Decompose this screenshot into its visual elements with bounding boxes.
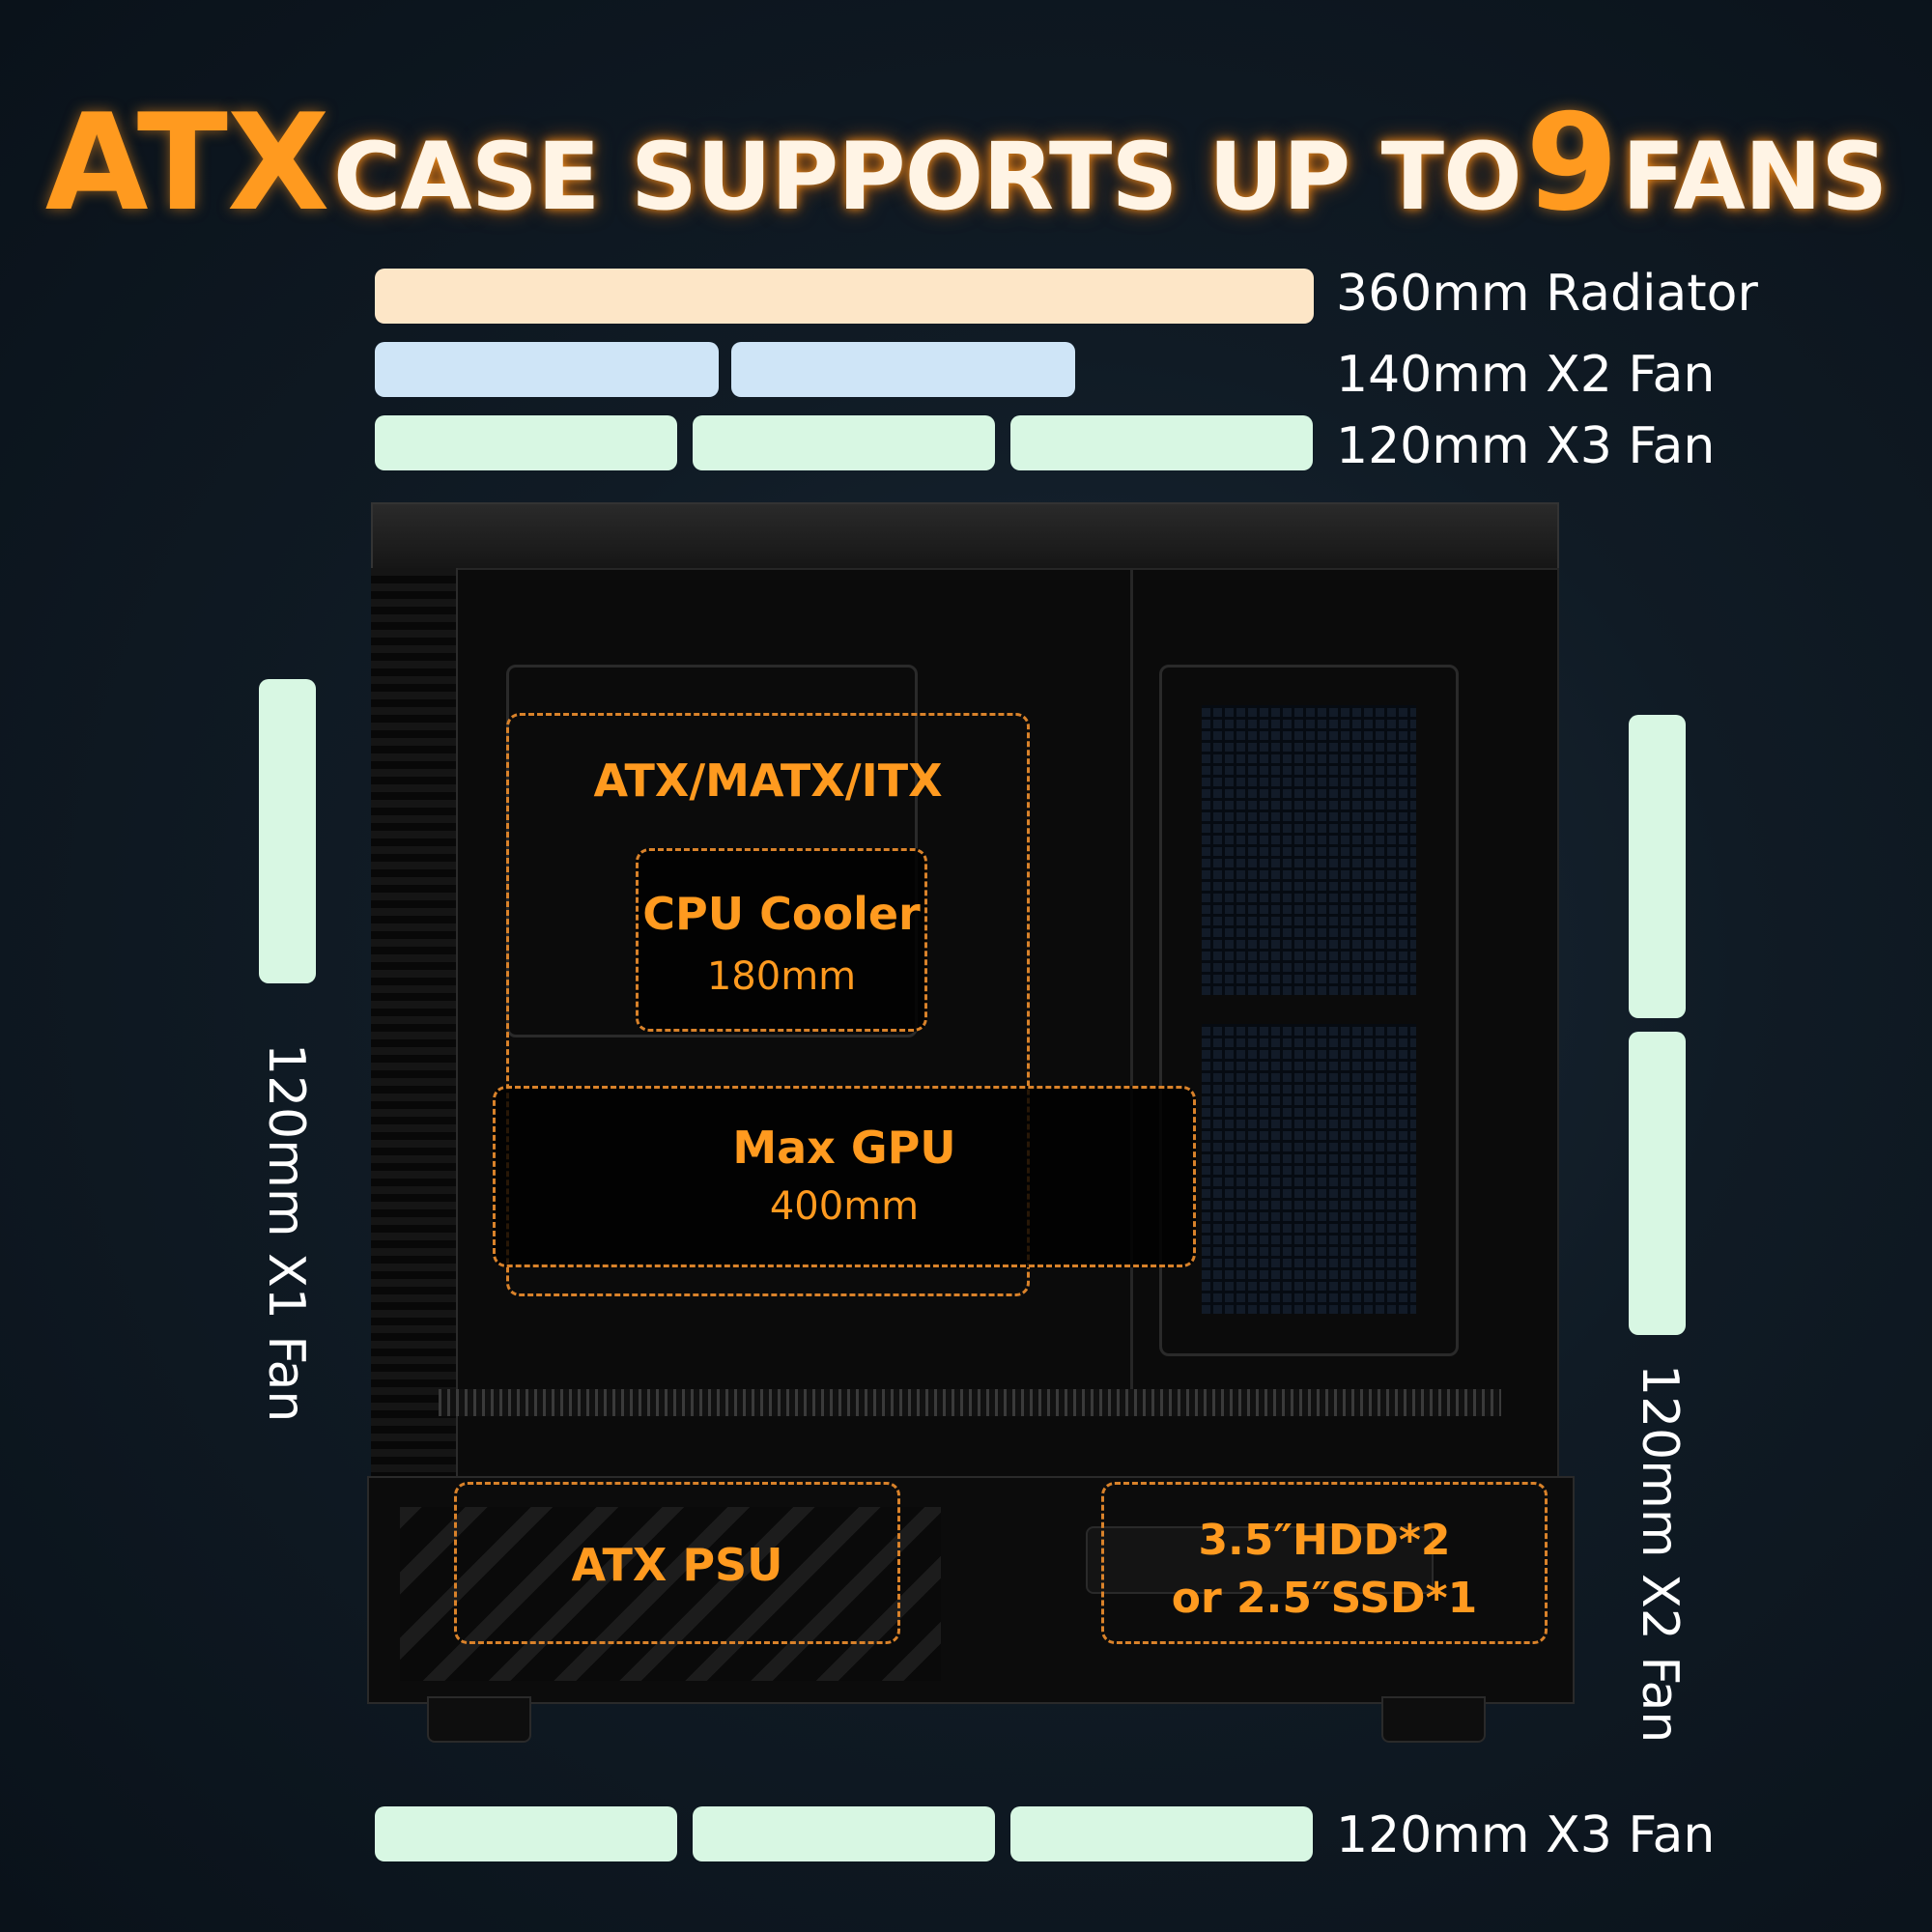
case-foot-left: [427, 1696, 531, 1743]
fan-120-left-label: 120mm X1 Fan: [257, 1043, 315, 1423]
fan-120-bottom-bar-3: [1010, 1806, 1313, 1861]
fan-120-top-label: 120mm X3 Fan: [1336, 417, 1716, 475]
motherboard-zone: ATX/MATX/ITX: [506, 713, 1030, 1296]
case-top-panel: [371, 502, 1559, 570]
storage-line-2: or 2.5″SSD*1: [1171, 1574, 1478, 1623]
headline-number: 9: [1525, 85, 1618, 241]
headline-fans: FANS: [1621, 123, 1888, 231]
case-foot-right: [1381, 1696, 1486, 1743]
headline-atx: ATX: [44, 85, 330, 241]
pc-case-illustration: [367, 502, 1578, 1758]
fan-140-top-label: 140mm X2 Fan: [1336, 346, 1716, 404]
fan-120-top-bar-3: [1010, 415, 1313, 470]
motherboard-zone-title: ATX/MATX/ITX: [593, 754, 943, 807]
front-mesh-frame: [1159, 665, 1459, 1356]
fan-120-right-bar-2: [1629, 1032, 1686, 1335]
storage-zone: 3.5″HDD*2 or 2.5″SSD*1: [1101, 1482, 1548, 1644]
fan-120-right-bar-1: [1629, 715, 1686, 1018]
fan-120-bottom-label: 120mm X3 Fan: [1336, 1806, 1716, 1864]
cpu-cooler-title: CPU Cooler: [642, 888, 921, 940]
front-mesh-upper: [1202, 705, 1416, 995]
psu-zone: ATX PSU: [454, 1482, 900, 1644]
gpu-zone-title: Max GPU: [732, 1122, 956, 1174]
storage-line-1: 3.5″HDD*2: [1198, 1516, 1451, 1565]
fan-120-bottom-bar-2: [693, 1806, 995, 1861]
fan-120-top-bar-1: [375, 415, 677, 470]
fan-120-left-bar: [259, 679, 316, 983]
case-rear-rail: [371, 568, 458, 1621]
fan-120-bottom-bar-1: [375, 1806, 677, 1861]
floor-vent: [439, 1389, 1501, 1416]
psu-zone-title: ATX PSU: [571, 1539, 783, 1591]
cpu-cooler-value: 180mm: [706, 954, 857, 999]
fan-140-bar-1: [375, 342, 719, 397]
front-io-panel: [1086, 1526, 1434, 1594]
gpu-zone: Max GPU 400mm: [493, 1086, 1196, 1267]
radiator-360-label: 360mm Radiator: [1336, 265, 1758, 323]
headline-middle: CASE SUPPORTS UP TO: [332, 123, 1522, 231]
case-divider: [1130, 568, 1133, 1389]
fan-140-bar-2: [731, 342, 1075, 397]
shroud-pattern: [400, 1507, 941, 1681]
radiator-360-bar: [375, 269, 1314, 324]
headline: ATX CASE SUPPORTS UP TO 9 FANS: [0, 85, 1932, 241]
front-mesh-lower: [1202, 1024, 1416, 1314]
fan-120-top-bar-2: [693, 415, 995, 470]
gpu-zone-value: 400mm: [769, 1184, 920, 1229]
cpu-cooler-zone: CPU Cooler 180mm: [636, 848, 927, 1032]
fan-120-right-label: 120mm X2 Fan: [1631, 1364, 1689, 1744]
